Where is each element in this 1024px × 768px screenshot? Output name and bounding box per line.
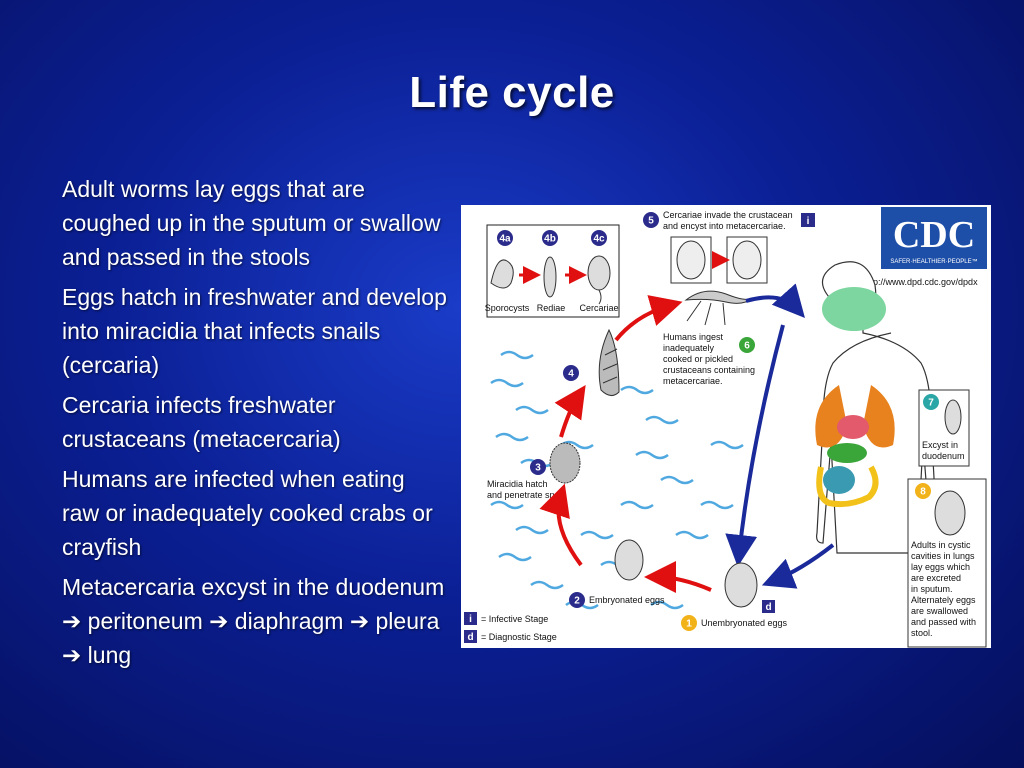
svg-text:are swallowed: are swallowed xyxy=(911,606,968,616)
svg-text:Embryonated eggs: Embryonated eggs xyxy=(589,595,665,605)
svg-text:Unembryonated eggs: Unembryonated eggs xyxy=(701,618,788,628)
cdc-url: http://www.dpd.cdc.gov/dpdx xyxy=(863,277,978,287)
bullet-item: Eggs hatch in freshwater and develop int… xyxy=(62,284,447,378)
unembryonated-egg: 1 Unembryonated eggs d xyxy=(681,562,788,631)
slide-title: Life cycle xyxy=(409,68,615,117)
svg-text:4c: 4c xyxy=(593,234,605,245)
svg-text:are excreted: are excreted xyxy=(911,573,961,583)
legend: i = Infective Stage d = Diagnostic Stage xyxy=(464,612,557,643)
svg-text:8: 8 xyxy=(920,487,926,498)
svg-text:cavities in lungs: cavities in lungs xyxy=(911,551,975,561)
svg-text:lay eggs which: lay eggs which xyxy=(911,562,970,572)
svg-text:and passed with: and passed with xyxy=(911,617,976,627)
svg-text:1: 1 xyxy=(686,619,692,630)
water-ripples xyxy=(490,350,744,610)
svg-text:4: 4 xyxy=(568,369,574,380)
human-body xyxy=(815,261,938,554)
step-5: 5 Cercariae invade the crustacean and en… xyxy=(643,210,815,284)
cdc-logo: CDC SAFER·HEALTHIER·PEOPLE™ xyxy=(881,207,987,269)
svg-text:4a: 4a xyxy=(499,234,511,245)
svg-text:Miracidia hatch: Miracidia hatch xyxy=(487,479,548,489)
svg-text:7: 7 xyxy=(928,398,934,409)
svg-text:5: 5 xyxy=(648,216,654,227)
step-6: 6 Humans ingest inadequately cooked or p… xyxy=(663,290,755,386)
svg-text:i: i xyxy=(807,216,810,227)
svg-text:4b: 4b xyxy=(544,234,556,245)
svg-text:stool.: stool. xyxy=(911,628,933,638)
svg-text:Excyst in: Excyst in xyxy=(922,440,958,450)
svg-text:in sputum.: in sputum. xyxy=(911,584,953,594)
bullet-item: Adult worms lay eggs that are coughed up… xyxy=(62,176,441,270)
svg-text:crustaceans containing: crustaceans containing xyxy=(663,365,755,375)
snail: 4 xyxy=(563,328,620,396)
svg-text:d: d xyxy=(467,632,473,643)
svg-text:metacercariae.: metacercariae. xyxy=(663,376,723,386)
svg-text:Cercariae: Cercariae xyxy=(579,303,618,313)
svg-text:Cercariae invade the crustacea: Cercariae invade the crustacean xyxy=(663,210,793,220)
snail-stages-box: 4a 4b 4c Sporocysts Rediae Cercariae xyxy=(485,224,620,318)
svg-text:SAFER·HEALTHIER·PEOPLE™: SAFER·HEALTHIER·PEOPLE™ xyxy=(890,258,977,265)
step-3: 3 Miracidia hatch and penetrate snail xyxy=(487,442,581,500)
svg-text:Adults in cystic: Adults in cystic xyxy=(911,540,971,550)
bullet-item: Cercaria infects freshwater crustaceans … xyxy=(62,392,341,452)
step-7: 7 Excyst in duodenum xyxy=(918,389,970,467)
svg-text:Sporocysts: Sporocysts xyxy=(485,303,530,313)
svg-text:duodenum: duodenum xyxy=(922,451,965,461)
svg-text:cooked or pickled: cooked or pickled xyxy=(663,354,733,364)
svg-text:inadequately: inadequately xyxy=(663,343,715,353)
svg-text:3: 3 xyxy=(535,463,541,474)
svg-text:2: 2 xyxy=(574,596,580,607)
step-8: 8 Adults in cystic cavities in lungs lay… xyxy=(907,478,987,648)
step-8-text: Adults in cystic cavities in lungs lay e… xyxy=(911,540,976,638)
embryonated-egg: 2 Embryonated eggs xyxy=(569,539,665,608)
svg-text:= Diagnostic Stage: = Diagnostic Stage xyxy=(481,632,557,642)
svg-text:6: 6 xyxy=(744,341,750,352)
svg-text:CDC: CDC xyxy=(893,214,975,256)
bullet-item: Humans are infected when eating raw or i… xyxy=(62,466,433,560)
svg-text:d: d xyxy=(765,602,771,613)
svg-text:= Infective Stage: = Infective Stage xyxy=(481,614,548,624)
svg-text:and penetrate snail: and penetrate snail xyxy=(487,490,564,500)
bullet-item: Metacercaria excyst in the duodenum ➔ pe… xyxy=(62,574,445,668)
svg-text:and encyst into metacercariae.: and encyst into metacercariae. xyxy=(663,221,786,231)
svg-text:Humans ingest: Humans ingest xyxy=(663,332,724,342)
life-cycle-diagram: 4a 4b 4c Sporocysts Rediae Cercariae 5 C… xyxy=(461,205,991,648)
bullet-list: Adult worms lay eggs that are coughed up… xyxy=(62,172,447,678)
svg-text:Alternately eggs: Alternately eggs xyxy=(911,595,976,605)
svg-text:Rediae: Rediae xyxy=(537,303,566,313)
svg-text:i: i xyxy=(469,614,472,625)
